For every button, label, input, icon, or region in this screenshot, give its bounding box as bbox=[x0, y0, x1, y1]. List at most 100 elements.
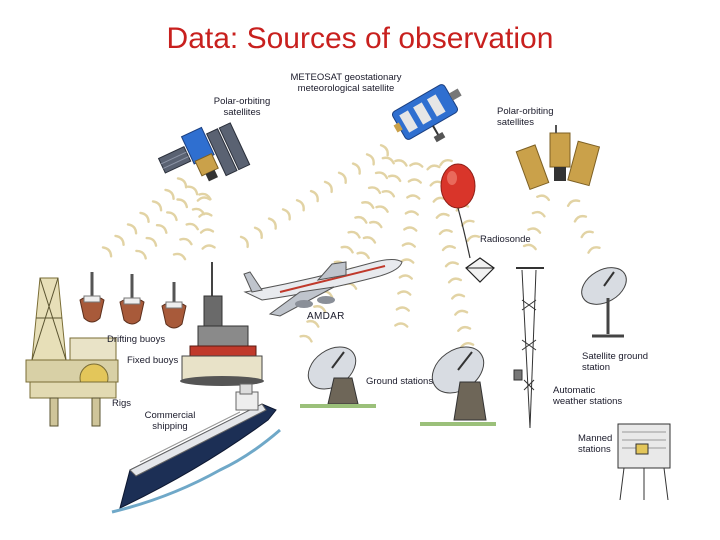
signal-wave-arc bbox=[164, 188, 175, 200]
signal-wave-arc bbox=[267, 217, 277, 230]
signal-wave-arc bbox=[381, 156, 395, 165]
amdar-airplane bbox=[243, 259, 403, 317]
drifting-buoys-label: Drifting buoys bbox=[107, 334, 166, 345]
meteosat-label: METEOSAT geostationary meteorological sa… bbox=[290, 72, 402, 94]
signal-wave-arc bbox=[198, 212, 213, 218]
polar-orbiting-satellite-right bbox=[515, 125, 601, 190]
signal-wave-arc bbox=[573, 214, 588, 223]
signal-wave-arc bbox=[176, 198, 189, 209]
signal-wave-arc bbox=[253, 226, 263, 240]
signal-wave-arc bbox=[172, 252, 187, 261]
signal-wave-arc bbox=[394, 322, 409, 328]
signal-wave-arc bbox=[361, 201, 375, 209]
polar-right-label: Polar-orbiting satellites bbox=[497, 106, 554, 128]
signal-wave-arc bbox=[444, 261, 459, 268]
meteosat-satellite bbox=[391, 84, 462, 143]
signal-wave-arc bbox=[580, 230, 594, 239]
signal-wave-arc bbox=[397, 290, 412, 296]
signal-wave-arc bbox=[409, 162, 424, 168]
signal-wave-arc bbox=[340, 245, 354, 254]
signal-wave-arc bbox=[450, 293, 466, 300]
drifting-buoy-1 bbox=[79, 272, 105, 323]
signal-wave-arc bbox=[323, 180, 333, 194]
signal-wave-arc bbox=[394, 159, 408, 167]
signal-wave-arc bbox=[368, 220, 383, 229]
signal-wave-arc bbox=[155, 224, 168, 234]
polar-left-label: Polar-orbiting satellites bbox=[213, 96, 271, 118]
signal-wave-arc bbox=[406, 194, 421, 200]
signal-wave-arc bbox=[527, 227, 542, 234]
signal-wave-arc bbox=[354, 215, 368, 224]
signal-wave-arc bbox=[381, 189, 396, 198]
signal-wave-arc bbox=[306, 319, 320, 328]
signal-wave-arc bbox=[400, 258, 415, 264]
signal-wave-arc bbox=[566, 199, 581, 208]
signal-wave-arc bbox=[457, 325, 472, 332]
signal-wave-arc bbox=[439, 159, 453, 167]
drifting-buoy-2 bbox=[119, 274, 145, 325]
signal-wave-arc bbox=[395, 306, 410, 312]
signal-wave-arc bbox=[309, 189, 319, 203]
signal-wave-arc bbox=[447, 277, 463, 284]
signal-wave-arc bbox=[185, 222, 199, 231]
signal-wave-arc bbox=[313, 305, 327, 313]
signal-wave-arc bbox=[536, 194, 551, 202]
signal-wave-arc bbox=[196, 196, 211, 202]
signal-wave-arc bbox=[531, 210, 546, 218]
rigs-label: Rigs bbox=[112, 398, 132, 409]
signal-wave-arc bbox=[404, 210, 419, 216]
signal-wave-arc bbox=[299, 334, 313, 343]
signal-wave-arc bbox=[387, 174, 402, 183]
signal-wave-arc bbox=[139, 211, 150, 223]
signal-wave-arc bbox=[101, 246, 113, 258]
signal-wave-arc bbox=[403, 226, 418, 232]
signal-wave-arc bbox=[239, 235, 249, 249]
signal-wave-arc bbox=[135, 249, 147, 260]
signal-wave-arc bbox=[295, 199, 305, 212]
radiosonde-balloon bbox=[440, 163, 495, 283]
manned-stations-label: Manned stations bbox=[578, 433, 613, 455]
signal-wave-arc bbox=[179, 237, 193, 246]
ground-station-dish-left bbox=[300, 346, 376, 408]
automatic-weather-station bbox=[513, 267, 544, 429]
satellite-ground-station-label: Satellite ground station bbox=[582, 351, 649, 373]
signal-wave-arc bbox=[281, 208, 291, 221]
signal-wave-arc bbox=[176, 177, 188, 189]
signal-wave-arc bbox=[337, 171, 347, 185]
fixed-buoy bbox=[180, 262, 264, 386]
signal-wave-arc bbox=[441, 245, 456, 252]
signal-wave-arc bbox=[351, 162, 361, 175]
polar-orbiting-satellite-left bbox=[157, 122, 251, 182]
signal-wave-arc bbox=[151, 200, 163, 212]
signal-wave-arc bbox=[460, 219, 475, 227]
signal-wave-arc bbox=[438, 228, 453, 236]
signal-wave-arc bbox=[365, 153, 375, 166]
automatic-weather-stations-label: Automatic weather stations bbox=[553, 385, 623, 407]
signal-wave-arc bbox=[347, 230, 361, 239]
fixed-buoys-label: Fixed buoys bbox=[127, 355, 179, 366]
commercial-shipping-label: Commercial shipping bbox=[144, 410, 196, 432]
signal-wave-arc bbox=[201, 244, 216, 250]
signal-wave-arc bbox=[145, 236, 158, 247]
oil-rig bbox=[25, 277, 119, 427]
satellite-ground-station bbox=[581, 267, 627, 338]
signal-wave-arc bbox=[379, 144, 389, 157]
signal-wave-arc bbox=[126, 223, 138, 235]
radiosonde-label: Radiosonde bbox=[480, 234, 531, 245]
ground-stations-label: Ground stations bbox=[366, 376, 434, 387]
signal-wave-arc bbox=[375, 205, 389, 213]
signal-wave-arc bbox=[454, 309, 469, 316]
signal-wave-arc bbox=[356, 251, 370, 260]
signal-wave-arc bbox=[522, 243, 537, 251]
signal-wave-arc bbox=[426, 164, 441, 171]
manned-station bbox=[617, 423, 671, 501]
signal-wave-arc bbox=[114, 234, 125, 246]
signal-wave-arc bbox=[407, 178, 422, 184]
signal-wave-arc bbox=[362, 236, 377, 244]
signal-wave-arc bbox=[186, 185, 199, 196]
page-title: Data: Sources of observation bbox=[166, 22, 554, 55]
drifting-buoy-3 bbox=[161, 282, 187, 329]
signal-wave-arc bbox=[587, 246, 601, 254]
signal-wave-arc bbox=[367, 186, 382, 195]
